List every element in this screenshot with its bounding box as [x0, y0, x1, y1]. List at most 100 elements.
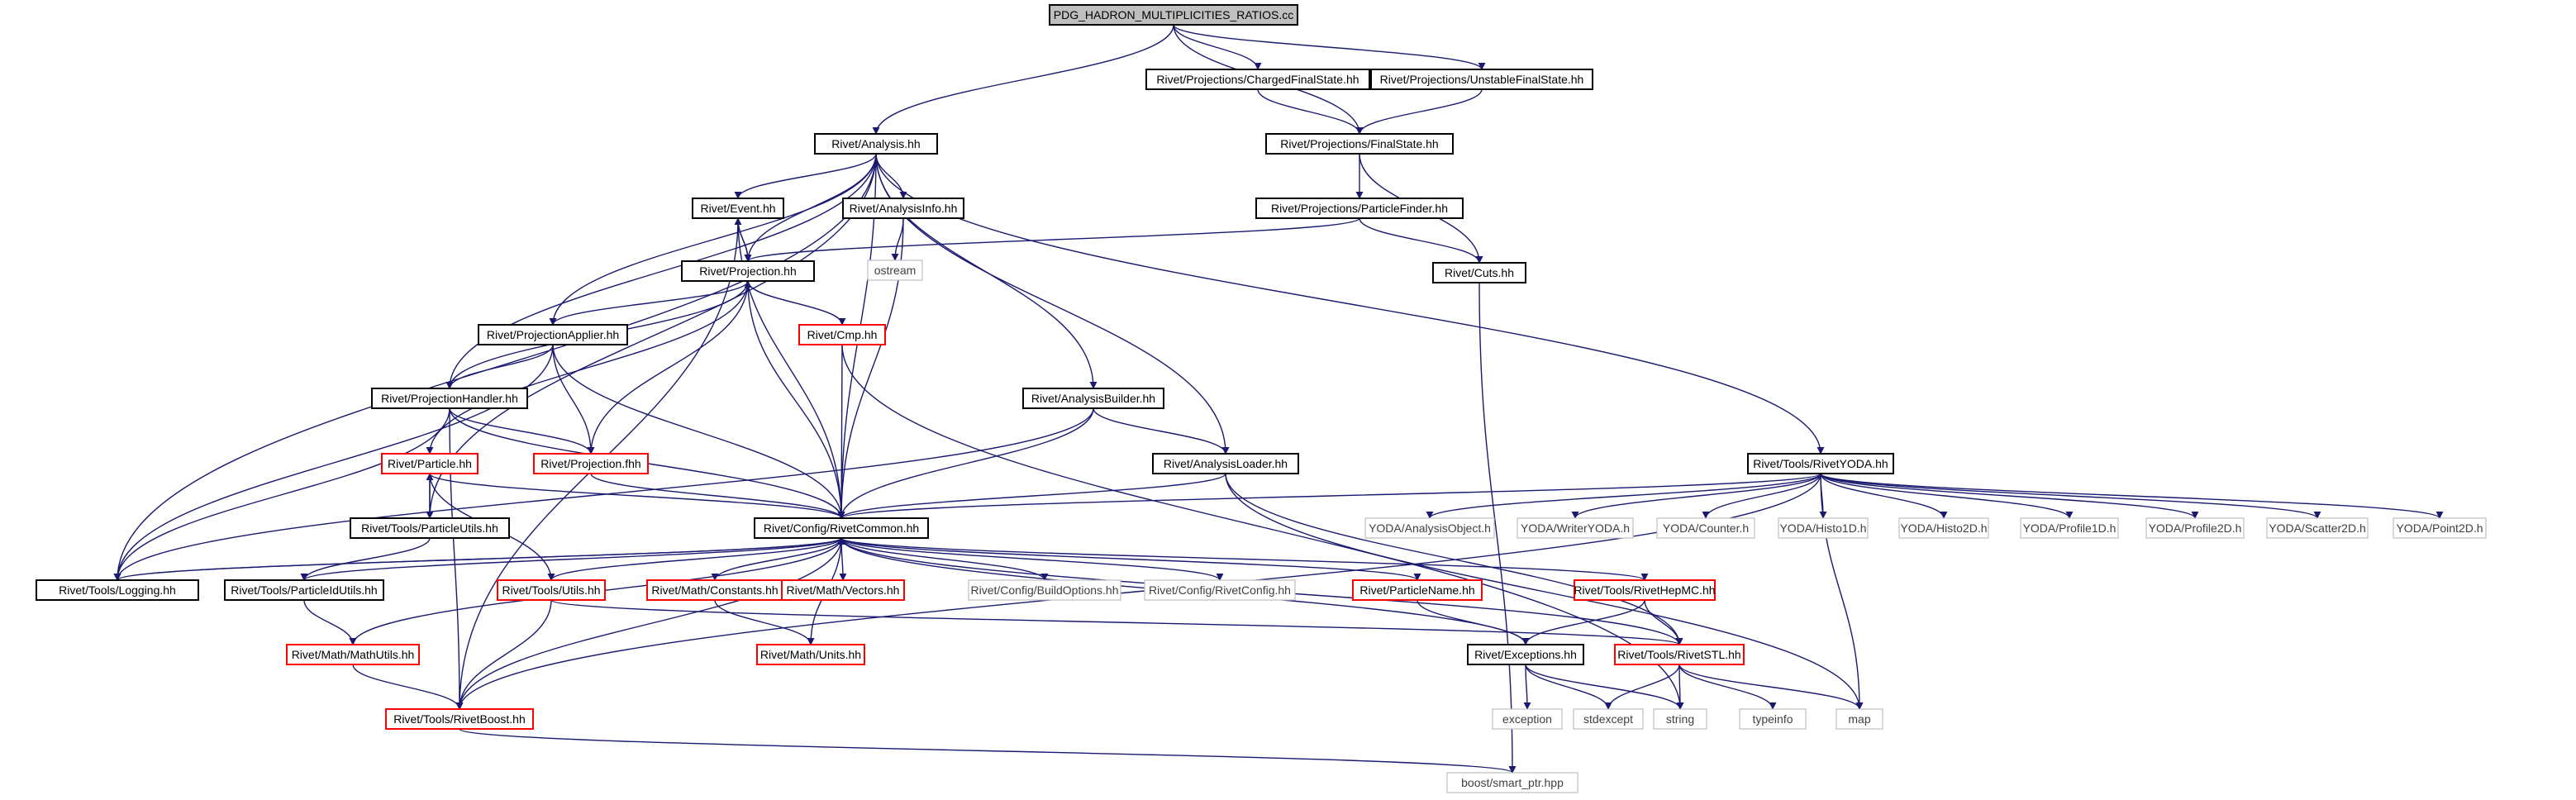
- node-analysisinfo[interactable]: Rivet/AnalysisInfo.hh: [842, 198, 964, 219]
- node-yp1: YODA/Profile1D.h: [2020, 517, 2119, 539]
- node-box: [1574, 579, 1716, 601]
- node-rivetconfig: Rivet/Config/RivetConfig.hh: [1144, 579, 1296, 601]
- node-toolsutils[interactable]: Rivet/Tools/Utils.hh: [497, 579, 606, 601]
- node-label: Rivet/Math/MathUtils.hh: [292, 648, 415, 661]
- node-mathutils[interactable]: Rivet/Math/MathUtils.hh: [286, 644, 420, 665]
- node-ostream: ostream: [867, 260, 923, 281]
- node-particleutils[interactable]: Rivet/Tools/ParticleUtils.hh: [350, 517, 510, 539]
- node-box: [2393, 517, 2487, 539]
- node-label: Rivet/Tools/ParticleUtils.hh: [361, 521, 498, 535]
- node-rivetboost[interactable]: Rivet/Tools/RivetBoost.hh: [385, 708, 534, 730]
- node-label: Rivet/Math/Units.hh: [760, 648, 861, 661]
- edge-cmp-to-rivetcommon: [837, 344, 845, 519]
- node-projection[interactable]: Rivet/Projection.hh: [681, 260, 815, 282]
- node-particlefinder[interactable]: Rivet/Projections/ParticleFinder.hh: [1255, 198, 1464, 219]
- node-box: [1898, 517, 1989, 539]
- node-ycounter: YODA/Counter.h: [1656, 517, 1755, 539]
- edge-projhandler-to-logging: [113, 407, 450, 581]
- node-finalstate[interactable]: Rivet/Projections/FinalState.hh: [1265, 133, 1454, 155]
- node-pidutils[interactable]: Rivet/Tools/ParticleIdUtils.hh: [224, 579, 384, 601]
- node-label: YODA/Point2D.h: [2396, 521, 2483, 535]
- node-label: Rivet/Math/Constants.hh: [651, 583, 778, 597]
- node-label: Rivet/ProjectionHandler.hh: [381, 392, 518, 405]
- node-label: Rivet/Math/Vectors.hh: [787, 583, 900, 597]
- node-analysisbuilder[interactable]: Rivet/AnalysisBuilder.hh: [1022, 388, 1164, 409]
- node-projapplier[interactable]: Rivet/ProjectionApplier.hh: [478, 324, 628, 345]
- edge-toolsutils-to-rivetstl: [550, 599, 1683, 645]
- node-label: Rivet/AnalysisLoader.hh: [1164, 457, 1288, 470]
- node-particle[interactable]: Rivet/Particle.hh: [381, 453, 479, 474]
- node-label: Rivet/Tools/Utils.hh: [502, 583, 600, 597]
- edge-charged-to-finalstate: [1257, 88, 1364, 135]
- node-map: map: [1836, 708, 1883, 730]
- node-box: [798, 324, 886, 345]
- edge-rivetstl-to-string: [1676, 664, 1684, 710]
- file-nodes: PDG_HADRON_MULTIPLICITIES_RATIOS.ccRivet…: [36, 4, 2487, 793]
- node-box: [1144, 579, 1296, 601]
- node-label: Rivet/Cmp.hh: [807, 328, 878, 341]
- node-rivetcommon[interactable]: Rivet/Config/RivetCommon.hh: [754, 517, 929, 539]
- node-constants[interactable]: Rivet/Math/Constants.hh: [646, 579, 783, 601]
- node-unstable[interactable]: Rivet/Projections/UnstableFinalState.hh: [1370, 69, 1593, 90]
- edge-constants-to-units: [714, 599, 815, 645]
- node-charged[interactable]: Rivet/Projections/ChargedFinalState.hh: [1145, 69, 1370, 90]
- node-exceptions[interactable]: Rivet/Exceptions.hh: [1467, 644, 1584, 665]
- node-box: [385, 708, 534, 730]
- edge-logging-to-rivetcommon: [117, 537, 845, 581]
- node-analysisloader[interactable]: Rivet/AnalysisLoader.hh: [1152, 453, 1299, 474]
- node-box: [1364, 517, 1495, 539]
- edge-mathutils-to-rivetboost: [352, 664, 464, 710]
- edge-rivetyoda-to-ywy: [1571, 473, 1821, 519]
- node-vectors[interactable]: Rivet/Math/Vectors.hh: [781, 579, 905, 601]
- node-analysis[interactable]: Rivet/Analysis.hh: [814, 133, 938, 155]
- node-box: [754, 517, 929, 539]
- edge-exceptions-to-stdexcept: [1525, 664, 1612, 710]
- edge-analysisloader-to-map: [1225, 473, 1864, 710]
- node-label: YODA/Profile2D.h: [2149, 521, 2242, 535]
- node-typeinfo: typeinfo: [1739, 708, 1807, 730]
- edge-cuts-to-smartptr: [1478, 282, 1517, 774]
- node-label: Rivet/Tools/RivetHepMC.hh: [1574, 583, 1715, 597]
- node-logging[interactable]: Rivet/Tools/Logging.hh: [36, 579, 199, 601]
- node-rivetyoda[interactable]: Rivet/Tools/RivetYODA.hh: [1747, 453, 1894, 474]
- edge-rivetcommon-to-rivetboost: [455, 537, 842, 710]
- node-box: [646, 579, 783, 601]
- node-box: [1653, 708, 1707, 730]
- node-projhandler[interactable]: Rivet/ProjectionHandler.hh: [371, 388, 528, 409]
- node-stdexcept: stdexcept: [1573, 708, 1644, 730]
- node-box: [1778, 517, 1869, 539]
- node-ywy: YODA/WriterYODA.h: [1517, 517, 1634, 539]
- node-label: ostream: [874, 264, 917, 277]
- node-label: Rivet/Projections/UnstableFinalState.hh: [1380, 73, 1584, 86]
- node-particlename[interactable]: Rivet/ParticleName.hh: [1352, 579, 1483, 601]
- edge-projapplier-to-projfhh: [552, 344, 595, 455]
- node-label: YODA/Histo2D.h: [1900, 521, 1987, 535]
- node-event[interactable]: Rivet/Event.hh: [692, 198, 784, 219]
- edge-analysis-to-projapplier: [549, 153, 877, 326]
- edge-projapplier-to-rivetcommon: [552, 344, 845, 519]
- node-projfhh[interactable]: Rivet/Projection.fhh: [533, 453, 649, 474]
- edge-analysisbuilder-to-rivetcommon: [837, 407, 1094, 519]
- node-rivetstl[interactable]: Rivet/Tools/RivetSTL.hh: [1614, 644, 1745, 665]
- node-cmp[interactable]: Rivet/Cmp.hh: [798, 324, 886, 345]
- node-box: [1255, 198, 1464, 219]
- node-hepmc[interactable]: Rivet/Tools/RivetHepMC.hh: [1574, 579, 1716, 601]
- node-cuts[interactable]: Rivet/Cuts.hh: [1432, 262, 1526, 283]
- edge-rivetcommon-to-pidutils: [300, 537, 842, 581]
- node-label: Rivet/Analysis.hh: [831, 137, 920, 150]
- node-label: Rivet/Tools/RivetYODA.hh: [1753, 457, 1888, 470]
- edge-root-to-unstable: [1173, 24, 1486, 70]
- node-units[interactable]: Rivet/Math/Units.hh: [756, 644, 865, 665]
- node-box: [1152, 453, 1299, 474]
- node-box: [286, 644, 420, 665]
- node-box: [1446, 772, 1578, 793]
- node-label: Rivet/ParticleName.hh: [1359, 583, 1474, 597]
- node-box: [350, 517, 510, 539]
- node-root[interactable]: PDG_HADRON_MULTIPLICITIES_RATIOS.cc: [1049, 4, 1298, 26]
- node-box: [1370, 69, 1593, 90]
- node-box: [1739, 708, 1807, 730]
- node-label: Rivet/ProjectionApplier.hh: [487, 328, 619, 341]
- node-box: [867, 260, 923, 281]
- node-label: YODA/Histo1D.h: [1779, 521, 1866, 535]
- node-label: typeinfo: [1752, 712, 1793, 726]
